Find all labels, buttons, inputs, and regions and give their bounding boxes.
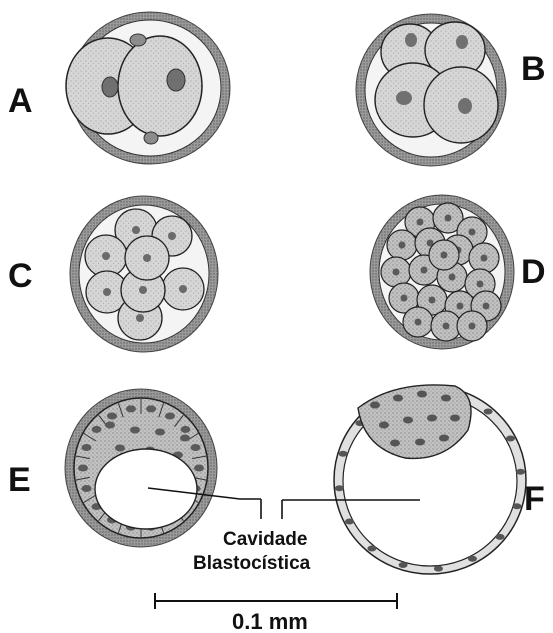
- inner-cell-nucleus: [379, 422, 389, 429]
- trophoblast-nucleus: [516, 469, 525, 475]
- inner-cell-nucleus: [393, 395, 403, 402]
- morula-nucleus: [443, 323, 450, 330]
- morula-nucleus: [429, 297, 436, 304]
- label-d: D: [521, 253, 546, 291]
- trophoblast-nucleus: [92, 426, 102, 433]
- panel-a-two-cell-embryo: [66, 12, 230, 164]
- morula-nucleus: [481, 255, 488, 262]
- inner-cell-nucleus: [427, 415, 437, 422]
- morula-nucleus: [483, 303, 490, 310]
- morula-nucleus: [469, 229, 476, 236]
- inner-cell-nucleus: [403, 417, 413, 424]
- trophoblast-nucleus: [468, 556, 477, 562]
- trophoblast-nucleus: [191, 444, 201, 451]
- panel-d-morula: [370, 195, 514, 349]
- morula-nucleus: [393, 269, 400, 276]
- label-e: E: [8, 461, 31, 499]
- morula-nucleus: [401, 295, 408, 302]
- inner-cell-nucleus: [115, 445, 125, 452]
- label-a: A: [8, 82, 33, 120]
- panel-f-late-blastocyst: [334, 385, 526, 574]
- inner-cell-nucleus: [155, 429, 165, 436]
- morula-nucleus: [415, 319, 422, 326]
- inner-cell-nucleus: [439, 435, 449, 442]
- panel-e-early-blastocyst: [65, 389, 217, 547]
- inner-cell-nucleus: [105, 422, 115, 429]
- trophoblast-nucleus: [146, 405, 156, 412]
- trophoblast-nucleus: [345, 519, 354, 525]
- annotation-line-1: Cavidade: [223, 529, 307, 550]
- inner-cell-nucleus: [415, 439, 425, 446]
- trophoblast-nucleus: [399, 562, 408, 568]
- inner-cell-nucleus: [180, 435, 190, 442]
- annotation-line-2: Blastocística: [193, 553, 311, 574]
- inner-cell-nucleus: [130, 427, 140, 434]
- inner-cell-nucleus: [370, 402, 380, 409]
- morula-nucleus: [417, 219, 424, 226]
- morula-nucleus: [477, 281, 484, 288]
- trophoblast-nucleus: [126, 405, 136, 412]
- trophoblast-nucleus: [107, 413, 117, 420]
- scale-bar-label: 0.1 mm: [232, 609, 308, 633]
- morula-nucleus: [399, 242, 406, 249]
- trophoblast-nucleus: [496, 534, 505, 540]
- inner-cell-nucleus: [441, 395, 451, 402]
- label-f: F: [524, 480, 545, 518]
- scale-bar: [155, 593, 397, 609]
- trophoblast-nucleus: [180, 426, 190, 433]
- panel-c-eight-cell-embryo: [70, 196, 218, 352]
- morula-nucleus: [445, 215, 452, 222]
- label-b: B: [521, 50, 546, 88]
- inner-cell-nucleus: [390, 440, 400, 447]
- inner-cell-nucleus: [417, 391, 427, 398]
- trophoblast-nucleus: [434, 566, 443, 572]
- trophoblast-nucleus: [484, 409, 493, 415]
- trophoblast-nucleus: [506, 435, 515, 441]
- trophoblast-nucleus: [339, 451, 348, 457]
- trophoblast-nucleus: [81, 444, 91, 451]
- morula-nucleus: [457, 303, 464, 310]
- trophoblast-nucleus: [81, 485, 91, 492]
- morula-nucleus: [449, 274, 456, 281]
- panel-b-four-cell-embryo: [356, 14, 506, 166]
- morula-nucleus: [421, 267, 428, 274]
- trophoblast-nucleus: [512, 503, 521, 509]
- morula-nucleus: [441, 252, 448, 259]
- morula-nucleus: [469, 323, 476, 330]
- label-c: C: [8, 257, 33, 295]
- trophoblast-nucleus: [165, 413, 175, 420]
- trophoblast-nucleus: [78, 465, 88, 472]
- inner-cell-nucleus: [450, 415, 460, 422]
- trophoblast-nucleus: [335, 485, 344, 491]
- trophoblast-nucleus: [367, 545, 376, 551]
- trophoblast-nucleus: [194, 465, 204, 472]
